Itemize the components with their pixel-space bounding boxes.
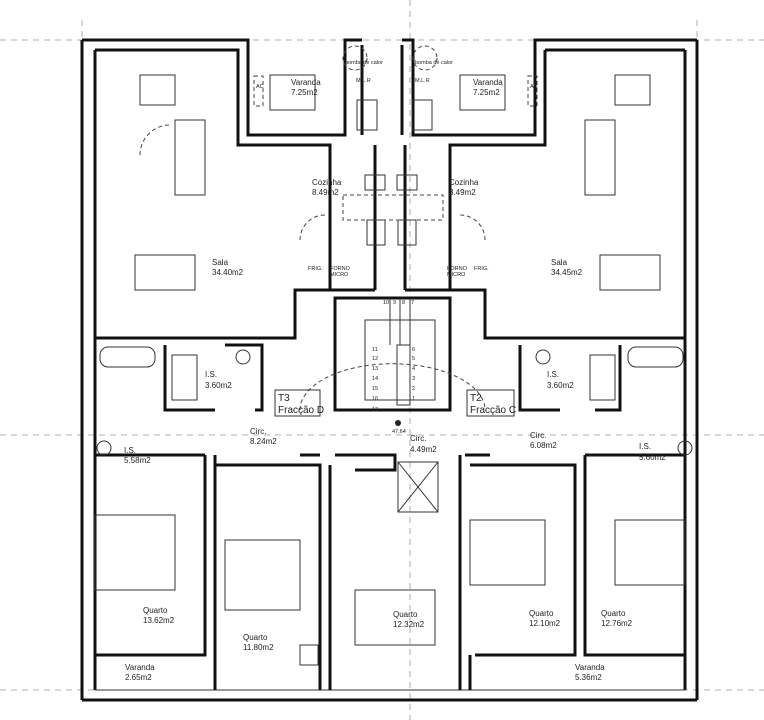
svg-text:FRIG.: FRIG.: [308, 266, 323, 272]
varanda-label: Varanda: [291, 78, 321, 87]
svg-text:I.S.: I.S.: [205, 370, 217, 379]
stair-step: 8: [402, 300, 405, 306]
svg-text:34.40m2: 34.40m2: [212, 268, 244, 277]
svg-text:AC: AC: [530, 84, 538, 90]
quarto-label: Quarto: [601, 609, 626, 618]
stair-step: 17: [372, 407, 378, 413]
quarto-label: Quarto: [393, 610, 418, 619]
svg-text:3.60m2: 3.60m2: [547, 381, 574, 390]
svg-text:T3: T3: [278, 393, 290, 404]
stair-step: 2: [412, 386, 415, 392]
stair-step: 11: [372, 347, 378, 353]
sala-label: Sala: [551, 258, 568, 267]
varanda-label: Varanda: [473, 78, 503, 87]
sala-label: Sala: [212, 258, 229, 267]
room-labels: Varanda 7.25m2 Varanda 7.25m2 bomba de c…: [124, 60, 666, 682]
svg-text:FORNO: FORNO: [330, 266, 351, 272]
svg-text:5.60m2: 5.60m2: [639, 453, 666, 462]
svg-text:I.S.: I.S.: [639, 442, 651, 451]
svg-text:4.49m2: 4.49m2: [410, 445, 437, 454]
svg-text:FRIG.: FRIG.: [474, 266, 489, 272]
unit-tag-left: T3 Fracção D: [274, 389, 324, 417]
svg-text:11.80m2: 11.80m2: [243, 643, 274, 652]
svg-text:7.25m2: 7.25m2: [473, 88, 500, 97]
svg-text:5.58m2: 5.58m2: [124, 456, 151, 465]
stair-step: 15: [372, 386, 378, 392]
svg-text:MICRO: MICRO: [447, 272, 466, 278]
sofa-icon: [174, 119, 206, 196]
svg-text:47,64: 47,64: [392, 429, 406, 435]
stair-step: 7: [411, 300, 414, 306]
svg-text:I.S.: I.S.: [547, 370, 559, 379]
stair-step: 14: [372, 376, 378, 382]
svg-text:Circ.: Circ.: [530, 431, 546, 440]
svg-text:AC: AC: [256, 84, 264, 90]
quarto-label: Quarto: [143, 606, 168, 615]
stair-step: 13: [372, 366, 378, 372]
svg-text:13.62m2: 13.62m2: [143, 616, 175, 625]
quarto-label: Quarto: [243, 633, 268, 642]
exterior-walls: [80, 38, 699, 702]
svg-text:7.25m2: 7.25m2: [291, 88, 318, 97]
svg-text:M.L.R: M.L.R: [356, 78, 371, 84]
stair-step: 12: [372, 356, 378, 362]
varanda-label: Varanda: [575, 663, 605, 672]
svg-text:MICRO: MICRO: [330, 272, 349, 278]
svg-text:12.76m2: 12.76m2: [601, 619, 633, 628]
svg-text:Fracção D: Fracção D: [278, 405, 324, 416]
svg-text:T2: T2: [470, 393, 482, 404]
stair-step: 5: [412, 356, 415, 362]
laundry-rack-icon: [356, 99, 378, 131]
stair-step: 3: [412, 376, 415, 382]
interior-walls: [95, 288, 685, 690]
bathtub-icon: [99, 346, 156, 368]
svg-text:2.65m2: 2.65m2: [125, 673, 152, 682]
svg-text:Fracção C: Fracção C: [470, 405, 516, 416]
svg-text:Circ.: Circ.: [250, 427, 266, 436]
furniture: [94, 45, 693, 666]
svg-text:8.49m2: 8.49m2: [449, 188, 476, 197]
stair-step: 9: [393, 300, 396, 306]
stair-step: 1: [412, 396, 415, 402]
svg-text:M.L.R: M.L.R: [415, 78, 430, 84]
svg-text:5.36m2: 5.36m2: [575, 673, 602, 682]
svg-text:12.10m2: 12.10m2: [529, 619, 561, 628]
svg-text:8.49m2: 8.49m2: [312, 188, 339, 197]
level-marker-icon: [395, 420, 401, 426]
quarto-label: Quarto: [529, 609, 554, 618]
svg-text:3.60m2: 3.60m2: [205, 381, 232, 390]
svg-text:I.S.: I.S.: [124, 446, 136, 455]
dining-table-icon: [134, 254, 196, 291]
svg-text:Circ.: Circ.: [410, 434, 426, 443]
stair-step: 10: [383, 300, 389, 306]
svg-text:34.45m2: 34.45m2: [551, 268, 583, 277]
svg-text:6.08m2: 6.08m2: [530, 441, 557, 450]
stair-step: 16: [372, 396, 378, 402]
svg-text:12.32m2: 12.32m2: [393, 620, 425, 629]
svg-text:bomba de calor: bomba de calor: [345, 60, 383, 66]
stair-step: 6: [412, 347, 415, 353]
svg-text:FORNO: FORNO: [447, 266, 468, 272]
svg-text:bomba de calor: bomba de calor: [415, 60, 453, 66]
svg-text:8.24m2: 8.24m2: [250, 437, 277, 446]
cozinha-label: Cozinha: [312, 178, 342, 187]
varanda-label: Varanda: [125, 663, 155, 672]
cozinha-label: Cozinha: [449, 178, 479, 187]
unit-tag-right: T2 Fracção C: [466, 389, 516, 417]
staircase: 10 9 8 7 11 12 13 14 15 16 17 6 5 4 3 2 …: [364, 298, 436, 413]
stair-step: 4: [412, 366, 415, 372]
